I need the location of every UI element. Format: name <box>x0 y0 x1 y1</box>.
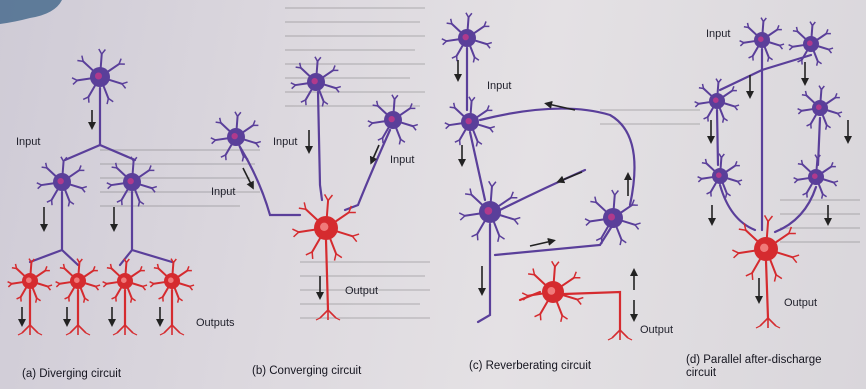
panel-c-output-label: Output <box>640 324 673 336</box>
panel-b-input-label-1: Input <box>211 186 235 198</box>
c-forward-axon <box>495 226 612 255</box>
a-mid-right-axon <box>120 192 172 265</box>
d-left-neuron-2 <box>698 154 742 198</box>
panel-c-caption: (c) Reverberating circuit <box>469 360 591 373</box>
c-output-neuron <box>522 261 583 322</box>
panel-d-caption: (d) Parallel after-discharge circuit <box>686 354 846 380</box>
panel-c-input-label: Input <box>487 80 511 92</box>
panel-b-input-label-2: Input <box>273 136 297 148</box>
a-branch-axon <box>65 145 135 160</box>
c-arrow-forward <box>530 241 552 246</box>
d-output-axon <box>766 261 768 318</box>
c-output-terminal <box>608 330 632 340</box>
d-right-neuron-2 <box>794 155 838 199</box>
a-output-terminal-4 <box>160 325 184 335</box>
c-input-neuron-2 <box>445 97 495 147</box>
b-output-axon <box>326 240 328 310</box>
panel-a-outputs-label: Outputs <box>196 317 235 329</box>
a-output-terminal-1 <box>18 325 42 335</box>
c-arrow-loop-2 <box>560 172 582 181</box>
b-input-neuron-left <box>211 112 261 162</box>
d-output-terminal <box>756 318 780 328</box>
panel-d-input-label: Input <box>706 28 730 40</box>
panel-b-caption: (b) Converging circuit <box>252 365 361 378</box>
panel-d-output-label: Output <box>784 297 817 309</box>
c-main-axon <box>478 224 490 322</box>
panel-a-caption: (a) Diverging circuit <box>22 368 121 381</box>
a-output-terminal-2 <box>66 325 90 335</box>
b-output-terminal <box>316 310 340 320</box>
panel-a-input-label: Input <box>16 136 40 148</box>
b-input-neuron-right <box>368 95 418 145</box>
a-output-terminal-3 <box>113 325 137 335</box>
d-split-axon <box>720 55 811 90</box>
panel-b-output-label: Output <box>345 285 378 297</box>
b-arrow-left <box>243 168 252 186</box>
panel-b-input-label-3: Input <box>390 154 414 166</box>
b-mid-axon <box>318 92 322 200</box>
b-input-neuron-mid <box>291 57 341 107</box>
